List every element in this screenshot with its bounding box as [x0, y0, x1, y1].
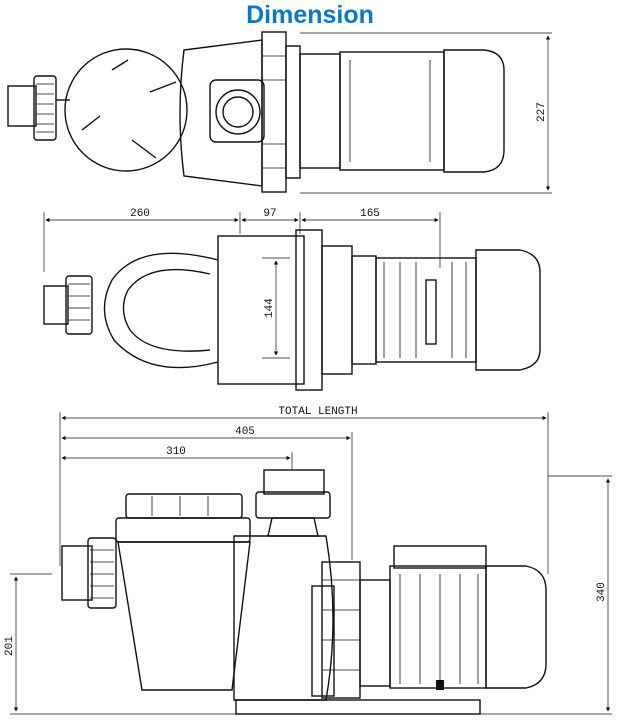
- dim-340: 340: [596, 582, 608, 602]
- strainer-lid: [64, 48, 188, 172]
- dim-97: 97: [263, 208, 276, 220]
- top-view: 227: [7, 31, 552, 194]
- dim-310: 310: [166, 446, 186, 458]
- top-height-label: 227: [536, 102, 548, 122]
- dim-201: 201: [4, 636, 16, 656]
- dim-405: 405: [235, 426, 255, 438]
- total-length-label: TOTAL LENGTH: [278, 406, 357, 418]
- dim-260: 260: [130, 208, 150, 220]
- side-view: TOTAL LENGTH 405 310 201 340: [4, 406, 612, 715]
- dim-165: 165: [360, 208, 380, 220]
- middle-view: 260 97 165 144: [43, 208, 541, 391]
- dim-144: 144: [264, 298, 276, 318]
- page-title: Dimension: [246, 1, 374, 29]
